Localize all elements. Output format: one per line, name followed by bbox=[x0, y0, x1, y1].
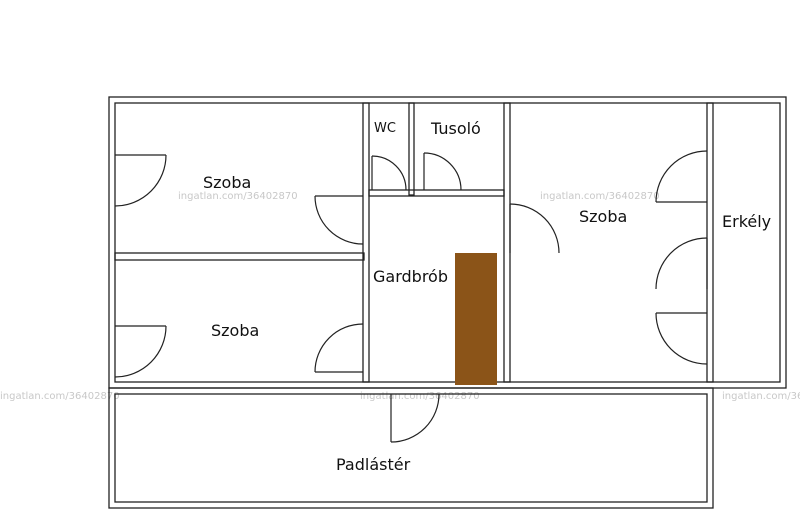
door-wc bbox=[371, 155, 407, 191]
room-label-attic: Padlástér bbox=[336, 455, 411, 474]
door-balcony-3 bbox=[655, 312, 708, 365]
door-room-2-inner bbox=[314, 323, 364, 373]
interior-walls bbox=[114, 102, 714, 383]
room-label-balcony: Erkély bbox=[722, 212, 771, 231]
room-label-room-2: Szoba bbox=[211, 321, 259, 340]
door-balcony-2 bbox=[655, 237, 708, 290]
watermarks: ingatlan.com/36402870 ingatlan.com/36402… bbox=[0, 191, 800, 402]
watermark-right: ingatlan.com/36402870 bbox=[722, 391, 800, 402]
outer-walls bbox=[108, 96, 787, 509]
wardrobe-cabinet bbox=[455, 253, 497, 385]
room-label-wc: WC bbox=[374, 121, 396, 136]
room-label-shower: Tusoló bbox=[430, 119, 481, 138]
watermark-room-1: ingatlan.com/36402870 bbox=[178, 191, 298, 202]
door-balcony-1 bbox=[655, 150, 708, 203]
door-room-3-left bbox=[509, 203, 560, 254]
room-label-room-3: Szoba bbox=[579, 207, 627, 226]
door-room-1-outer bbox=[114, 154, 167, 207]
room-labels: Szoba Szoba WC Tusoló Gardbrób Szoba Erk… bbox=[203, 119, 771, 474]
door-shower bbox=[423, 152, 462, 191]
door-room-2-outer bbox=[114, 325, 167, 378]
room-label-room-1: Szoba bbox=[203, 173, 251, 192]
watermark-room-3: ingatlan.com/36402870 bbox=[540, 191, 660, 202]
watermark-center: ingatlan.com/36402870 bbox=[360, 391, 480, 402]
door-attic bbox=[390, 393, 440, 443]
doors bbox=[114, 150, 708, 443]
room-label-wardrobe: Gardbrób bbox=[373, 267, 448, 286]
door-room-1-inner bbox=[314, 195, 364, 245]
watermark-left: ingatlan.com/36402870 bbox=[0, 391, 120, 402]
